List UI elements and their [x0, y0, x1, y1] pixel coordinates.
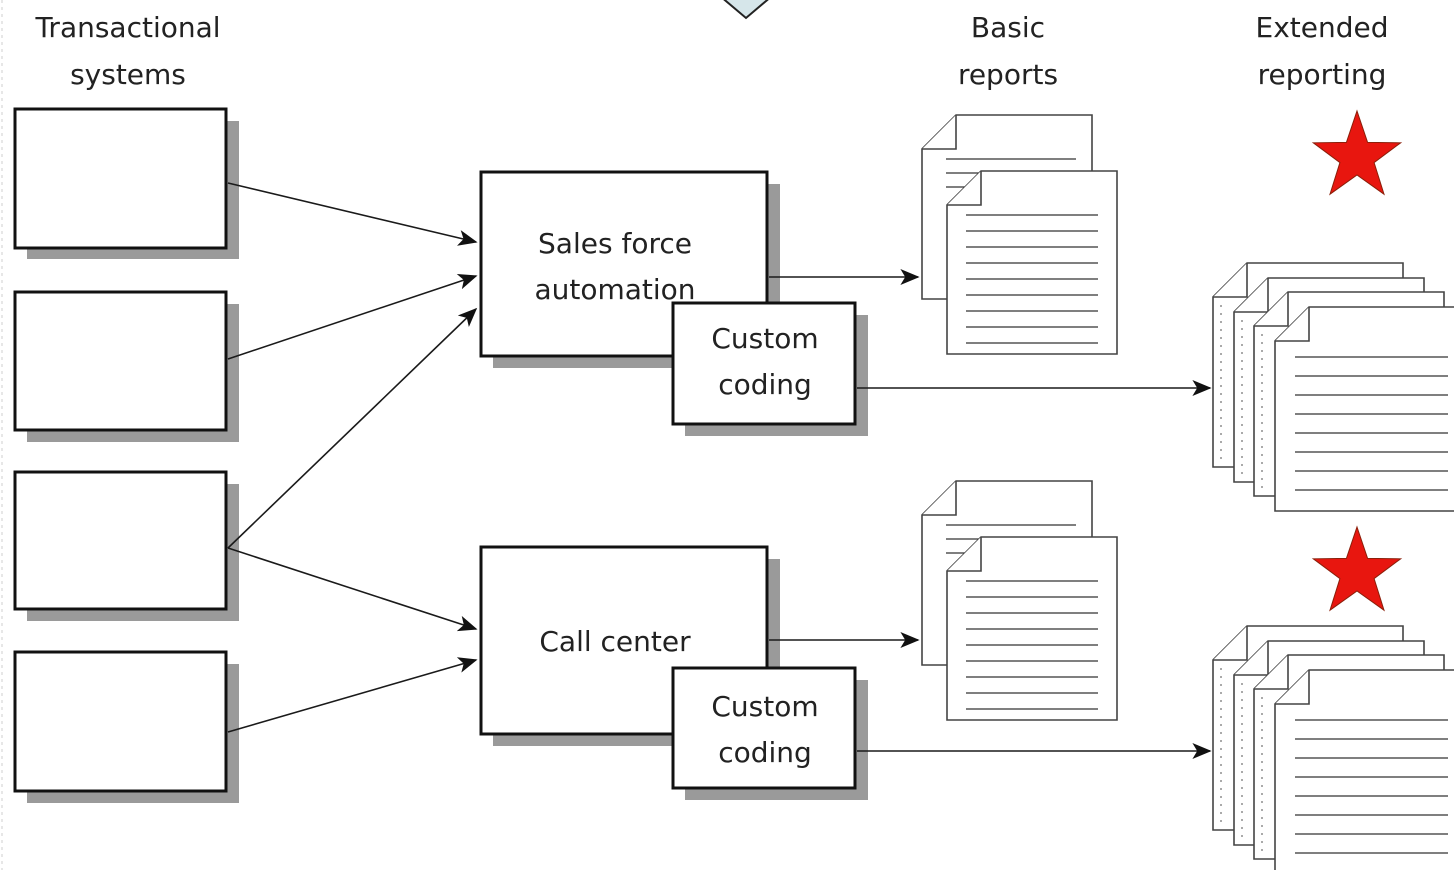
- arrow-sys2-to-sfa: [227, 273, 478, 360]
- custom-coding-bottom-box: Custom coding: [671, 666, 868, 800]
- header-extended-line1: Extended: [1256, 11, 1389, 44]
- arrow-sys3-to-callcenter: [227, 547, 478, 632]
- star-icon: [1311, 525, 1403, 612]
- sfa-label-line1: Sales force: [538, 227, 692, 260]
- header-transactional-line1: Transactional: [34, 11, 220, 44]
- report-page-front: [946, 536, 1118, 721]
- basic-reports-bottom-stack: [921, 480, 1118, 721]
- arrow-sys4-to-callcenter: [227, 657, 478, 733]
- basic-reports-top-stack: [921, 114, 1118, 355]
- extended-reporting-top-stack: [1212, 262, 1454, 512]
- call-center-label: Call center: [539, 625, 691, 658]
- transactional-system-3: [13, 470, 239, 621]
- transactional-system-4: [13, 650, 239, 803]
- custom-coding-bottom-line2: coding: [718, 736, 812, 769]
- report-page-front: [946, 170, 1118, 355]
- header-extended-line2: reporting: [1258, 58, 1387, 91]
- transactional-system-1: [13, 107, 239, 259]
- custom-coding-bottom-line1: Custom: [711, 690, 818, 723]
- custom-coding-top-line2: coding: [718, 368, 812, 401]
- arrow-sys3-to-sfa: [227, 307, 478, 549]
- custom-coding-top-box: Custom coding: [671, 301, 868, 436]
- diamond-icon: [723, 0, 769, 20]
- transactional-system-2: [13, 290, 239, 442]
- sfa-label-line2: automation: [534, 273, 695, 306]
- arrow-sys1-to-sfa: [227, 182, 478, 246]
- header-transactional-line2: systems: [70, 58, 186, 91]
- star-icon: [1311, 109, 1403, 196]
- extended-reporting-bottom-stack: [1212, 625, 1454, 870]
- report-page: [1274, 306, 1454, 512]
- header-basic-line1: Basic: [971, 11, 1045, 44]
- custom-coding-top-line1: Custom: [711, 322, 818, 355]
- header-basic-line2: reports: [958, 58, 1058, 91]
- report-page: [1274, 669, 1454, 870]
